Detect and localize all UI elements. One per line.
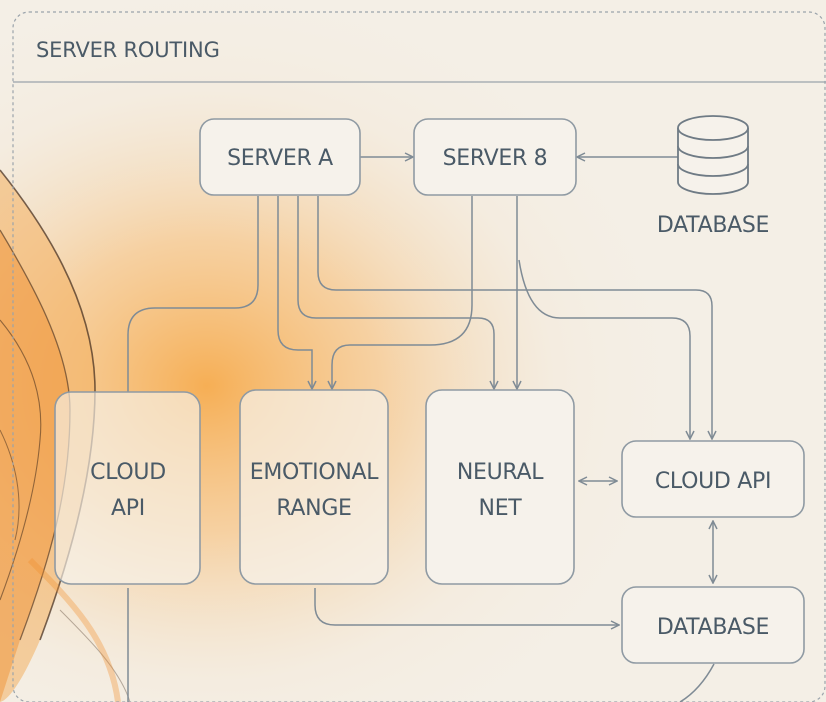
emotional-range-line2: RANGE [276,496,351,521]
server-a-label: SERVER A [227,146,333,171]
node-cloud-api-right[interactable]: CLOUD API [621,440,805,518]
edge-servera-neural [297,196,494,388]
cloud-api-left-line2: API [111,496,145,521]
node-neural-net[interactable]: NEURAL NET [425,389,575,585]
cloud-api-right-label: CLOUD API [655,469,771,494]
edge-database-down [679,663,715,702]
panel-title: SERVER ROUTING [36,38,220,62]
node-server-a[interactable]: SERVER A [199,118,361,196]
edge-emotional-database [314,588,618,625]
node-server-b[interactable]: SERVER 8 [413,118,577,196]
node-cloud-api-left[interactable]: CLOUD API [54,391,201,585]
panel-frame [12,11,826,702]
emotional-range-line1: EMOTIONAL [250,460,380,485]
database-top-label: DATABASE [657,213,769,238]
node-database-bottom[interactable]: DATABASE [621,586,805,664]
node-emotional-range[interactable]: EMOTIONAL RANGE [239,389,389,585]
node-database-top[interactable]: DATABASE [657,115,769,238]
edge-serverb-emotional [332,196,473,388]
edge-servera-emotional [277,196,312,388]
edge-serverb-cloudright [518,259,690,438]
edge-servera-cloudleft [127,196,259,392]
database-bottom-label: DATABASE [657,615,769,640]
server-b-label: SERVER 8 [443,146,548,171]
neural-net-line2: NET [479,496,523,521]
edge-servera-cloudright [317,196,712,438]
flame-decoration [0,169,131,702]
edges [127,157,715,702]
database-cylinder-icon [677,115,749,195]
neural-net-line1: NEURAL [457,460,544,485]
cloud-api-left-line1: CLOUD [90,460,166,485]
